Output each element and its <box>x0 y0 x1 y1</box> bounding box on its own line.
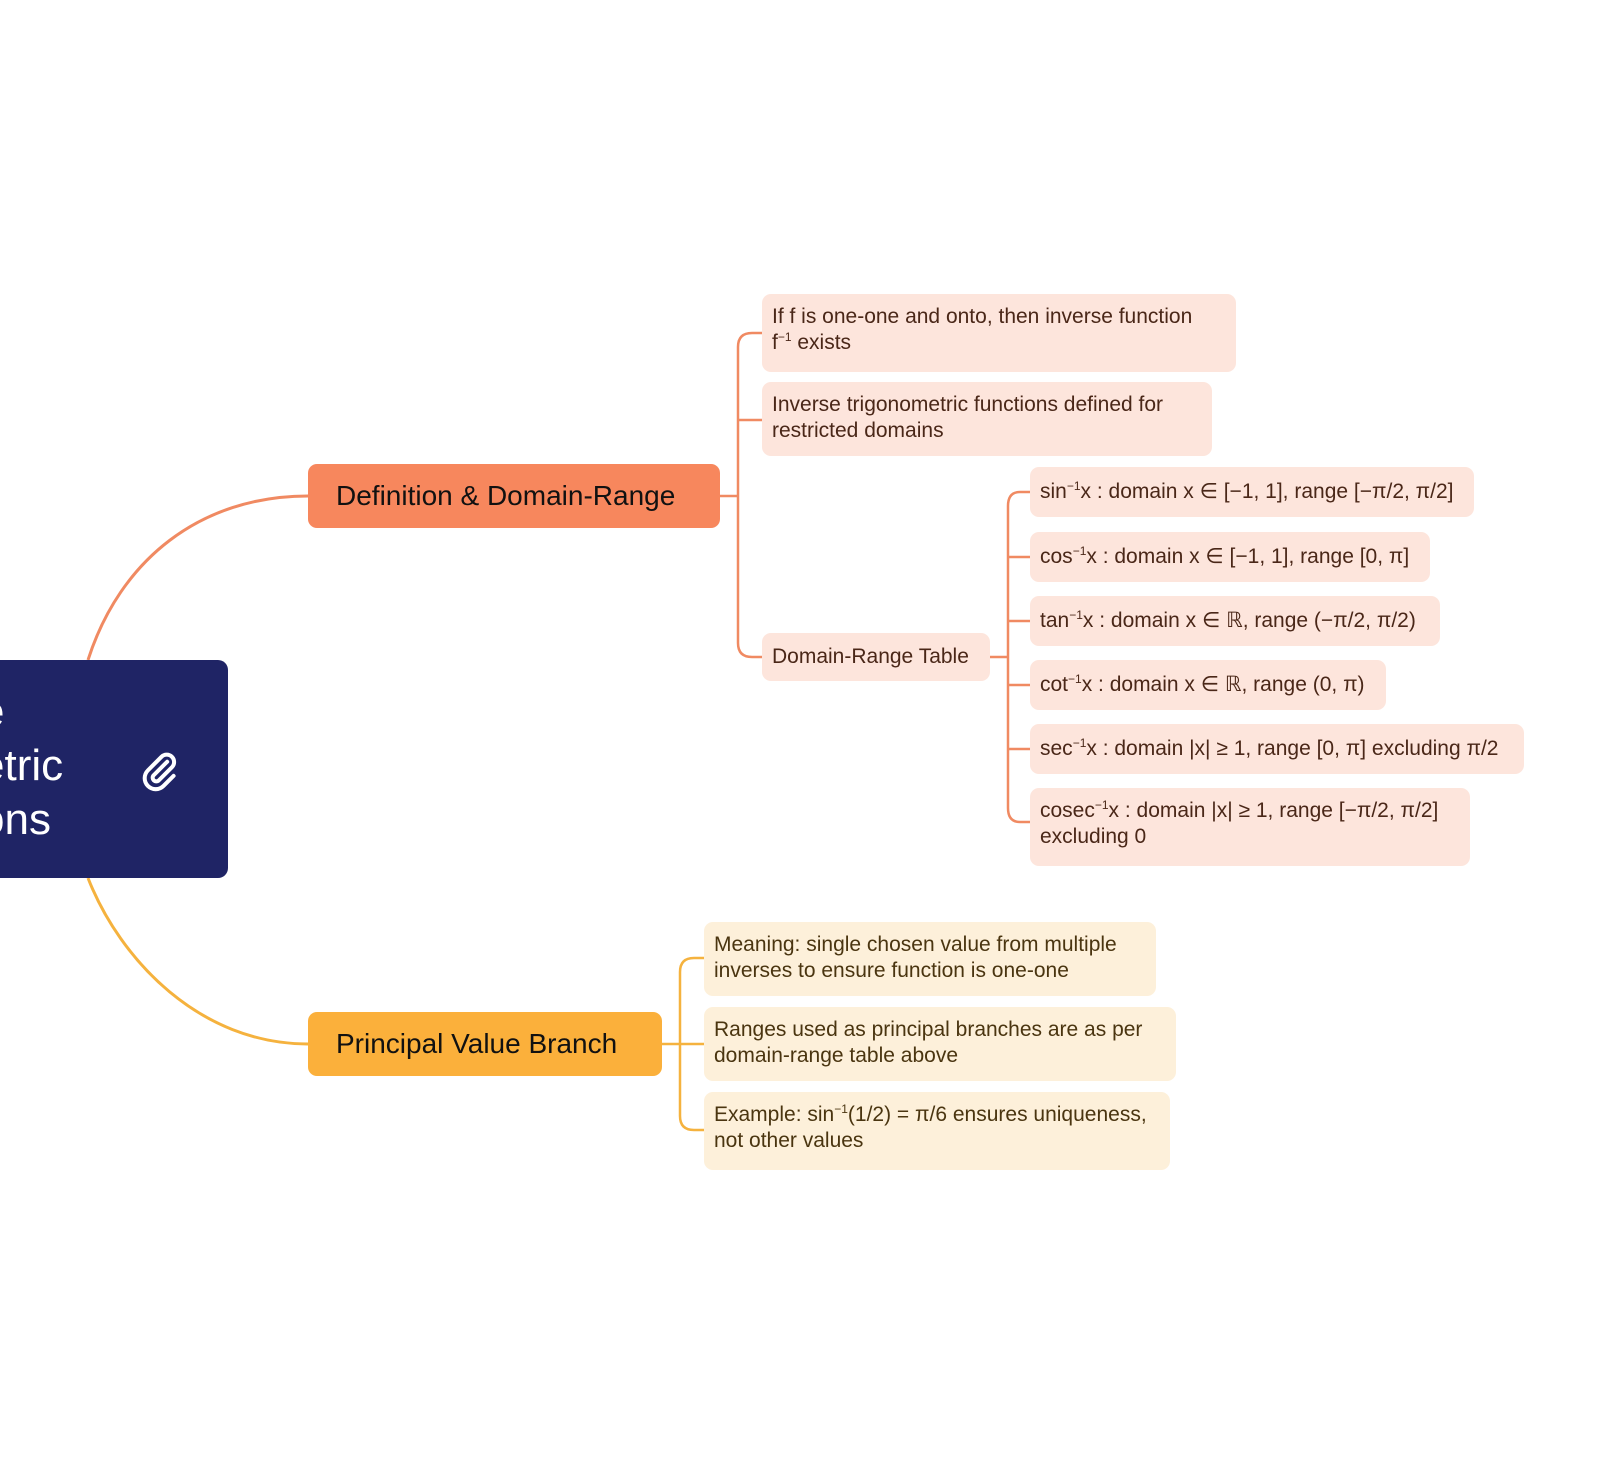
row-text: tan−1x : domain x ∈ ℝ, range (−π/2, π/2) <box>1040 608 1416 632</box>
leaf-text-line: restricted domains <box>772 419 944 442</box>
row-text: cosec−1x : domain |x| ≥ 1, range [−π/2, … <box>1040 798 1439 822</box>
root-title-line: e <box>0 690 4 734</box>
branch-principal-value[interactable]: Principal Value Branch <box>308 1012 662 1076</box>
leaf-text-line: domain-range table above <box>714 1044 959 1067</box>
leaf-text-line: Inverse trigonometric functions defined … <box>772 393 1164 416</box>
table-row-sin[interactable]: sin−1x : domain x ∈ [−1, 1], range [−π/2… <box>1030 467 1474 517</box>
principal-tree-connectors <box>662 956 704 1132</box>
definition-tree-connectors <box>720 331 1030 824</box>
leaf-domain-range-table[interactable]: Domain-Range Table <box>762 633 990 681</box>
leaf-text-line: Example: sin−1(1/2) = π/6 ensures unique… <box>714 1102 1147 1126</box>
leaf-definition-one-one[interactable]: If f is one-one and onto, then inverse f… <box>762 294 1236 372</box>
connector-root-principal <box>86 877 309 1046</box>
leaf-example[interactable]: Example: sin−1(1/2) = π/6 ensures unique… <box>704 1092 1170 1170</box>
row-text: sec−1x : domain |x| ≥ 1, range [0, π] ex… <box>1040 736 1499 760</box>
row-text: cos−1x : domain x ∈ [−1, 1], range [0, π… <box>1040 544 1410 568</box>
leaf-text: Domain-Range Table <box>772 645 969 668</box>
leaf-text-line: Meaning: single chosen value from multip… <box>714 933 1117 956</box>
paperclip-icon[interactable] <box>136 748 180 792</box>
leaf-restricted-domains[interactable]: Inverse trigonometric functions defined … <box>762 382 1212 456</box>
branch-label: Definition & Domain-Range <box>336 480 676 511</box>
leaf-text-line: If f is one-one and onto, then inverse f… <box>772 305 1193 328</box>
row-text: excluding 0 <box>1040 825 1147 848</box>
root-title-line: ons <box>0 795 51 844</box>
leaf-ranges-used[interactable]: Ranges used as principal branches are as… <box>704 1007 1176 1081</box>
table-row-cot[interactable]: cot−1x : domain x ∈ ℝ, range (0, π) <box>1030 660 1386 710</box>
leaf-text-line: f−1 exists <box>772 330 852 354</box>
root-title-line: etric <box>0 741 64 790</box>
row-text: cot−1x : domain x ∈ ℝ, range (0, π) <box>1040 672 1365 696</box>
branch-definition-domain-range[interactable]: Definition & Domain-Range <box>308 464 720 528</box>
row-text: sin−1x : domain x ∈ [−1, 1], range [−π/2… <box>1040 479 1454 503</box>
leaf-text-line: not other values <box>714 1129 864 1152</box>
root-topic[interactable]: e etric ons <box>0 660 228 878</box>
table-row-cosec[interactable]: cosec−1x : domain |x| ≥ 1, range [−π/2, … <box>1030 788 1470 866</box>
branch-label: Principal Value Branch <box>336 1028 618 1059</box>
connector-root-definition <box>86 494 309 661</box>
table-row-cos[interactable]: cos−1x : domain x ∈ [−1, 1], range [0, π… <box>1030 532 1430 582</box>
table-row-tan[interactable]: tan−1x : domain x ∈ ℝ, range (−π/2, π/2) <box>1030 596 1440 646</box>
table-row-sec[interactable]: sec−1x : domain |x| ≥ 1, range [0, π] ex… <box>1030 724 1524 774</box>
leaf-meaning[interactable]: Meaning: single chosen value from multip… <box>704 922 1156 996</box>
leaf-text-line: Ranges used as principal branches are as… <box>714 1018 1143 1041</box>
leaf-text-line: inverses to ensure function is one-one <box>714 959 1069 982</box>
